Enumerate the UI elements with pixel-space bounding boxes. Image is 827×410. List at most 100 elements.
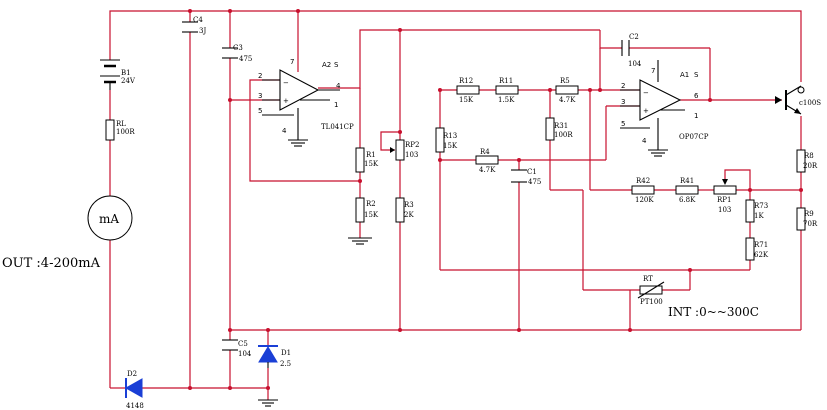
c4-ref: C4 [193,16,203,24]
resistor-r41: R41 6.8K [675,177,699,204]
c2-value: 104 [628,60,642,68]
r12-ref: R12 [459,77,473,85]
zener-diode-d1: D1 2.5 [258,345,291,407]
meter-label: mA [99,212,119,226]
a2-pin3: 3 [258,92,262,100]
svg-text:+: + [283,97,289,105]
resistor-r4: R4 4.7K [475,148,499,174]
battery-b1: B1 24V [100,59,136,90]
capacitor-c1: C1 475 [511,168,541,186]
r41-ref: R41 [680,177,694,185]
a2-pin4b: 4 [282,127,287,135]
potentiometer-rp2: RP2 103 [390,139,419,161]
thermistor-rt: RT PT100 [637,275,665,306]
rl-value: 100R [116,128,135,136]
resistor-r71: R71 62K [745,237,769,261]
r73-value: 1K [754,212,764,220]
resistor-r5: R5 4.7K [555,77,579,104]
a1-pin6: 6 [694,92,699,100]
r31-ref: R31 [554,122,568,130]
capacitor-c3: C3 475 [222,44,252,63]
svg-text:−: − [643,89,649,97]
diode-d2: D2 4148 [124,370,144,410]
rp1-ref: RP1 [717,196,731,204]
battery-value: 24V [121,77,136,85]
resistor-r73: R73 1K [745,199,768,223]
c3-ref: C3 [233,44,243,52]
d1-ref: D1 [281,349,291,357]
r9-ref: R9 [804,210,814,218]
r4-ref: R4 [480,148,490,156]
a2-pin7: 7 [290,58,294,66]
resistor-r1: R1 15K [355,147,379,173]
resistor-r2: R2 15K [348,197,379,245]
c1-value: 475 [528,178,541,186]
capacitor-c2: C2 104 [621,33,642,68]
capacitor-c5: C5 104 [222,339,252,358]
r3-value: 2K [404,211,414,219]
r4-value: 4.7K [479,166,496,174]
a1-pin7: 7 [651,67,655,75]
r13-ref: R13 [443,132,457,140]
r42-ref: R42 [636,177,650,185]
r1-ref: R1 [366,151,376,159]
a2-pin2: 2 [258,72,262,80]
output-range-label: OUT :4-200mA [2,256,101,271]
milliammeter: mA [87,195,133,241]
resistor-rl: RL 100R [105,119,135,141]
svg-text:+: + [643,107,649,115]
q1-value: c100S [799,99,821,107]
wires [109,10,802,400]
a2-part: TL041CP [321,123,354,131]
r9-value: 70R [803,220,818,228]
rl-ref: RL [116,120,126,128]
c3-value: 475 [239,55,252,63]
r42-value: 120K [635,196,654,204]
c2-ref: C2 [629,33,639,41]
a1-pin4: 4 [642,137,647,145]
resistor-r13: R13 15K [435,127,458,153]
a2-ref: A2 [322,61,331,69]
d1-value: 2.5 [280,360,291,368]
c1-ref: C1 [527,168,537,176]
transistor-q1: c100S [775,85,821,115]
a1-pin2: 2 [621,82,625,90]
r11-value: 1.5K [498,96,515,104]
opamp-a1: − + 2 3 5 7 A1 S 6 1 4 OP07CP [620,60,709,157]
c5-value: 104 [238,350,252,358]
r71-value: 62K [754,251,769,259]
rt-value: PT100 [640,298,663,306]
r5-ref: R5 [560,77,570,85]
r12-value: 15K [459,96,474,104]
resistor-r3: R3 2K [395,197,414,223]
d2-value: 4148 [126,402,144,410]
c5-ref: C5 [238,340,248,348]
input-range-label: INT :0~~300C [668,305,759,319]
a1-ref: A1 [680,71,689,79]
r73-ref: R73 [754,202,768,210]
resistor-r8: R8 20R [796,149,818,173]
r5-value: 4.7K [559,96,576,104]
c4-value: 3J [199,27,206,35]
r11-ref: R11 [499,77,513,85]
resistor-r42: R42 120K [631,177,655,204]
d2-ref: D2 [127,370,137,378]
battery-ref: B1 [121,69,131,77]
svg-text:−: − [283,79,289,87]
r1-value: 15K [364,160,379,168]
potentiometer-rp1: RP1 103 [713,179,737,214]
r2-value: 15K [364,211,379,219]
a2-pin5: 5 [258,107,262,115]
resistor-r12: R12 15K [456,77,480,104]
r3-ref: R3 [404,201,414,209]
resistor-r9: R9 70R [796,207,818,231]
r41-value: 6.8K [679,196,696,204]
a2-pin-s: S [334,61,339,69]
r8-ref: R8 [804,152,814,160]
resistor-r31: R31 100R [545,117,573,141]
junctions [188,9,803,390]
rp2-value: 103 [405,151,418,159]
a1-pin5: 5 [621,120,625,128]
a1-pin1: 1 [694,112,698,120]
